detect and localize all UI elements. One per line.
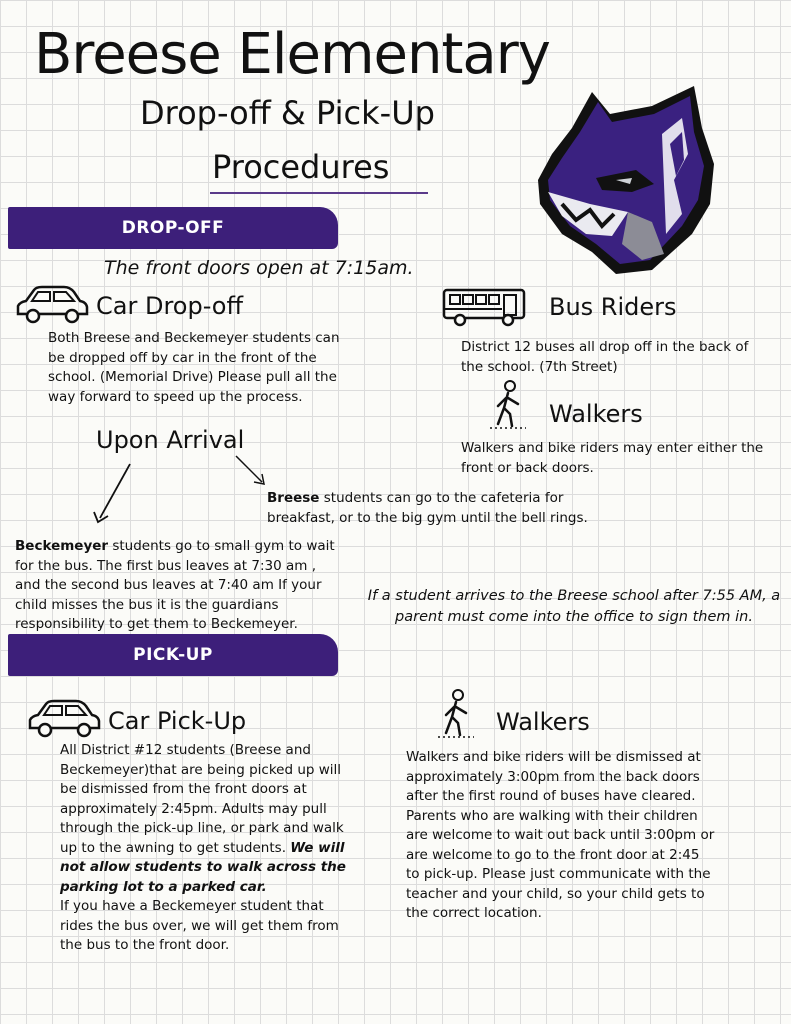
breese-arrival-detail: students can go to the cafeteria for bre… bbox=[267, 490, 588, 526]
car-icon bbox=[16, 285, 89, 324]
car-pickup-text: All District #12 students (Breese and Be… bbox=[60, 741, 360, 956]
car-icon bbox=[28, 699, 101, 738]
page-subtitle-line1: Drop-off & Pick-Up bbox=[140, 94, 435, 132]
bus-icon bbox=[442, 288, 526, 327]
beckemeyer-arrival-text: Beckemeyer students go to small gym to w… bbox=[15, 537, 345, 635]
walkers-pickup-heading: Walkers bbox=[496, 708, 590, 736]
breese-arrival-text: Breese students can go to the cafeteria … bbox=[267, 489, 597, 528]
pedestrian-icon bbox=[490, 380, 526, 429]
pickup-section-header: PICK-UP bbox=[8, 634, 338, 676]
walkers-dropoff-text: Walkers and bike riders may enter either… bbox=[461, 440, 764, 476]
beckemeyer-label: Beckemeyer bbox=[15, 538, 109, 554]
walkers-pickup-text: Walkers and bike riders will be dismisse… bbox=[406, 749, 715, 921]
beckemeyer-bus-note: If you have a Beckemeyer student that ri… bbox=[60, 898, 339, 953]
dropoff-section-header: DROP-OFF bbox=[8, 207, 338, 249]
title-underline bbox=[210, 192, 428, 194]
beckemeyer-arrival-detail: students go to small gym to wait for the… bbox=[15, 538, 335, 632]
car-dropoff-heading: Car Drop-off bbox=[96, 292, 244, 320]
page-subtitle-line2: Procedures bbox=[212, 148, 390, 186]
breese-label: Breese bbox=[267, 490, 320, 506]
doors-open-notice: The front doors open at 7:15am. bbox=[104, 257, 414, 279]
late-arrival-notice: If a student arrives to the Breese schoo… bbox=[367, 588, 781, 625]
walkers-dropoff-heading: Walkers bbox=[549, 400, 643, 428]
upon-arrival-heading: Upon Arrival bbox=[96, 426, 245, 454]
page-title: Breese Elementary bbox=[34, 22, 551, 87]
bus-riders-heading: Bus Riders bbox=[549, 293, 677, 321]
arrow-icons bbox=[93, 455, 265, 524]
car-pickup-detail: All District #12 students (Breese and Be… bbox=[60, 742, 344, 856]
car-pickup-warning: We will not allow students to walk acros… bbox=[60, 839, 346, 895]
car-dropoff-text: Both Breese and Beckemeyer students can … bbox=[48, 330, 340, 405]
bus-riders-text: District 12 buses all drop off in the ba… bbox=[461, 339, 749, 375]
car-pickup-heading: Car Pick-Up bbox=[108, 707, 247, 735]
wildcat-mascot-logo bbox=[538, 86, 714, 274]
pedestrian-icon bbox=[438, 689, 474, 738]
